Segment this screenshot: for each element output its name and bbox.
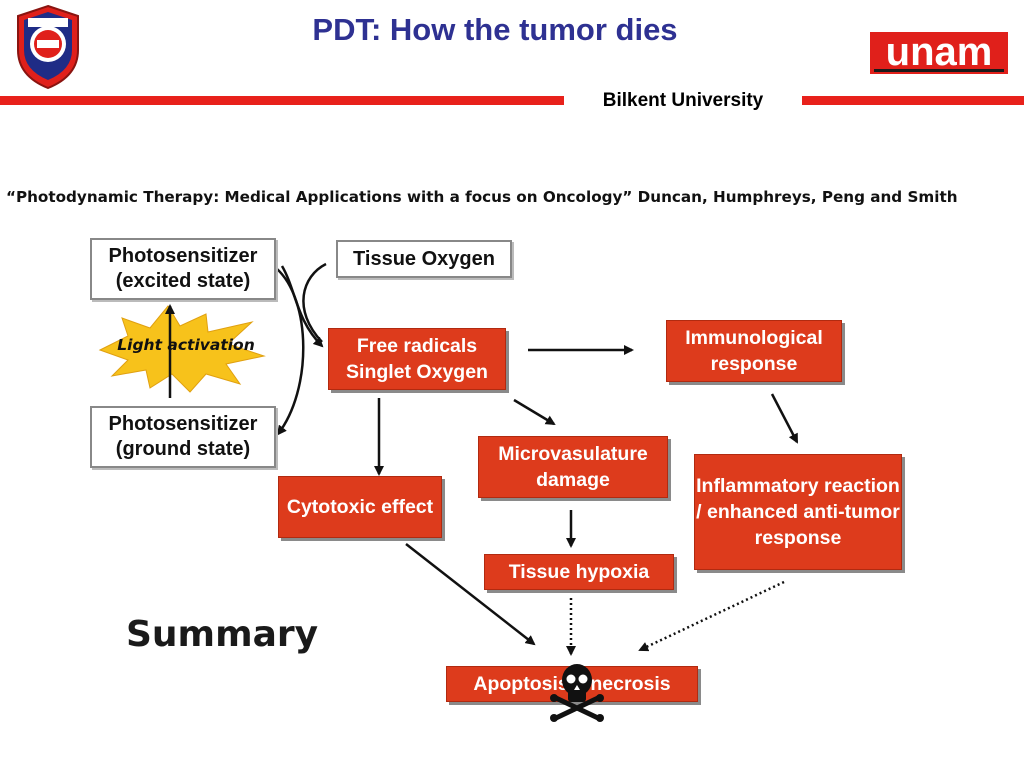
free-radicals-label: Free radicals Singlet Oxygen [346, 335, 488, 383]
header-red-bar-left [0, 96, 564, 105]
photosensitizer-excited-box: Photosensitizer (excited state) [90, 238, 276, 300]
unam-logo-underline [874, 69, 1004, 72]
arrow-excited-to-ground [275, 267, 305, 436]
tissue-oxygen-label: Tissue Oxygen [353, 247, 495, 270]
microvasculature-damage-box: Microvasulature damage [478, 436, 668, 498]
arrow-radicals-to-microvasculature [513, 398, 556, 426]
free-radicals-box: Free radicals Singlet Oxygen [328, 328, 506, 390]
tissue-hypoxia-box: Tissue hypoxia [484, 554, 674, 590]
tissue-hypoxia-label: Tissue hypoxia [508, 561, 650, 583]
light-activation-label: Light activation [117, 336, 255, 354]
microvasculature-damage-label: Microvasulature damage [498, 443, 648, 491]
immunological-response-box: Immunological response [666, 320, 842, 382]
photosensitizer-ground-box: Photosensitizer (ground state) [90, 406, 276, 468]
arrow-excited-to-radicals [280, 265, 324, 348]
arrow-oxygen-to-radicals [302, 262, 327, 343]
header-red-bar-right [802, 96, 1024, 105]
arrow-immunological-to-inflammatory [770, 393, 799, 444]
slide-title: PDT: How the tumor dies [312, 12, 678, 47]
photosensitizer-excited-label: Photosensitizer (excited state) [108, 245, 258, 292]
immunological-response-label: Immunological response [685, 327, 823, 375]
skull-crossbones-icon [550, 664, 604, 722]
citation-text: “Photodynamic Therapy: Medical Applicati… [6, 188, 958, 206]
photosensitizer-ground-label: Photosensitizer (ground state) [108, 413, 258, 460]
arrow-cytotoxic-to-apoptosis [405, 543, 536, 646]
cytotoxic-effect-box: Cytotoxic effect [278, 476, 442, 538]
inflammatory-reaction-label: Inflammatory reaction / enhanced anti-tu… [696, 475, 900, 549]
apoptosis-necrosis-label: Apoptosis necrosis [473, 673, 671, 695]
unam-logo: unam [870, 32, 1008, 74]
bilkent-seal-logo [12, 4, 84, 90]
arrow-inflammatory-to-apoptosis [638, 580, 785, 652]
summary-heading: Summary [126, 614, 319, 655]
inflammatory-reaction-box: Inflammatory reaction / enhanced anti-tu… [694, 454, 902, 570]
cytotoxic-effect-label: Cytotoxic effect [286, 496, 434, 518]
unam-logo-text: unam [885, 30, 993, 74]
starburst-icon [98, 305, 266, 393]
university-name: Bilkent University [602, 90, 764, 111]
tissue-oxygen-box: Tissue Oxygen [336, 240, 512, 278]
